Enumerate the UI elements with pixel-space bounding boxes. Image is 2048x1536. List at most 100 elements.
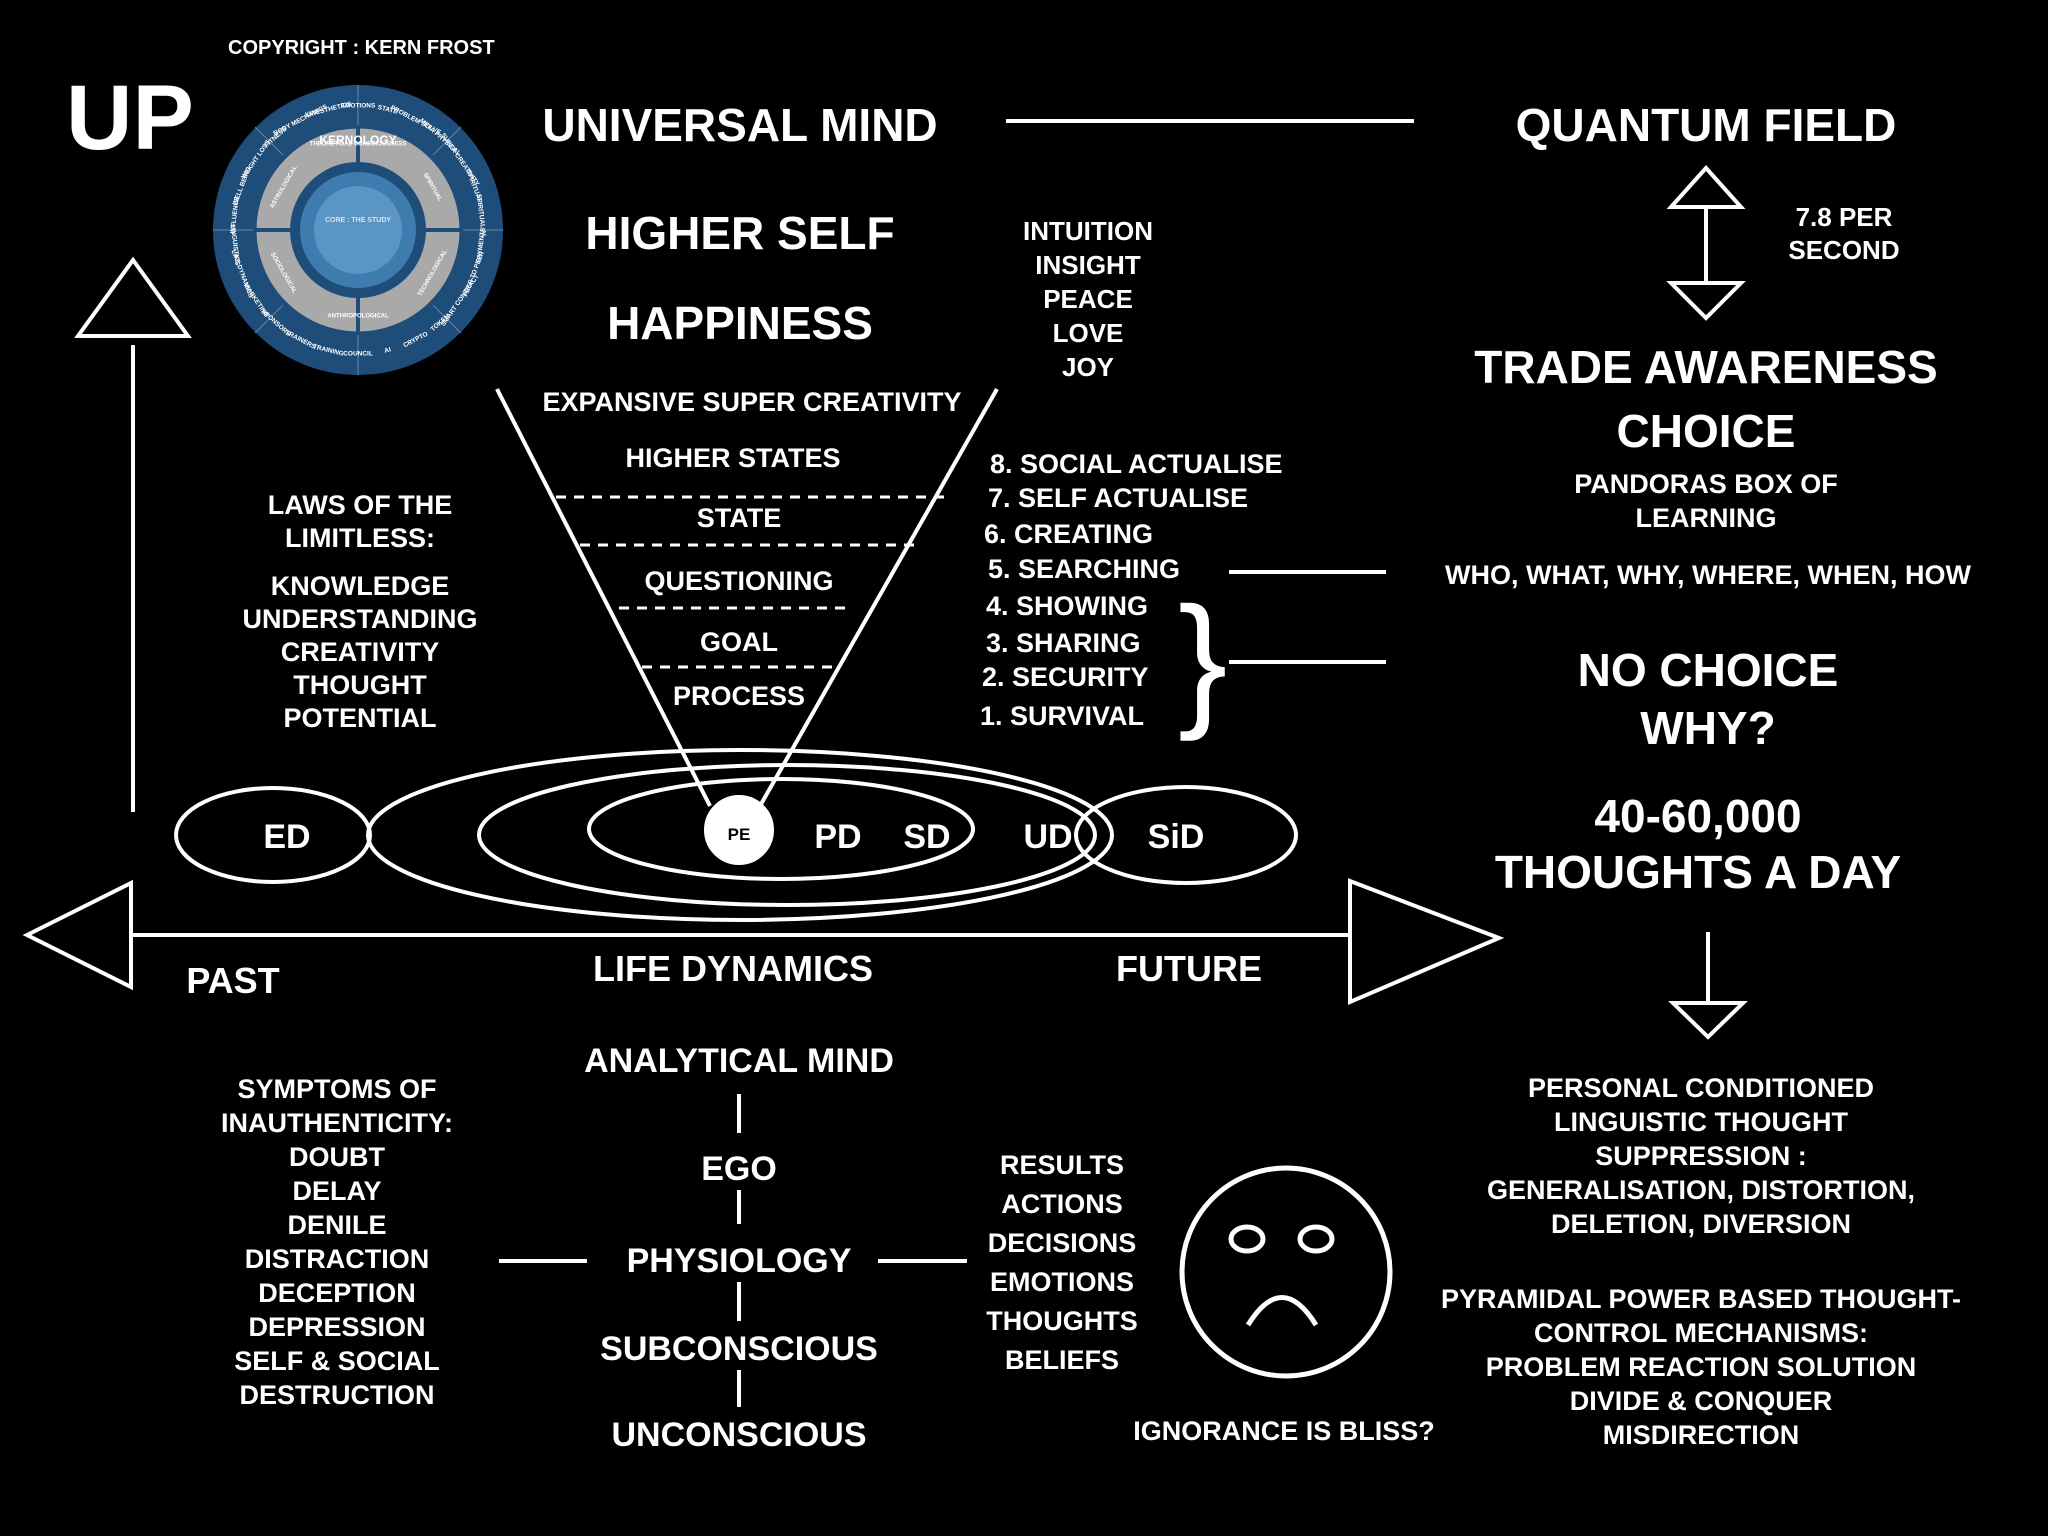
symptoms-item: DISTRACTION bbox=[244, 1244, 430, 1274]
pyramidal-power: PYRAMIDAL POWER BASED THOUGHT- CONTROL M… bbox=[1441, 1282, 1961, 1452]
intuition-item: INSIGHT bbox=[1035, 250, 1141, 280]
past-arrow-head bbox=[22, 879, 133, 991]
funnel-goal: GOAL bbox=[700, 627, 778, 657]
quantum-arrow-up-head bbox=[1666, 165, 1746, 209]
thoughts-day-line: THOUGHTS A DAY bbox=[1494, 846, 1902, 898]
intuition-item: INTUITION bbox=[1023, 216, 1153, 246]
analytical-mind: ANALYTICAL MIND bbox=[584, 1042, 894, 1080]
laws-item: UNDERSTANDING bbox=[242, 604, 478, 634]
up-arrow-head bbox=[74, 256, 192, 338]
conditioned-line: SUPPRESSION : bbox=[1595, 1141, 1807, 1171]
wheel-outer-label: COUNCIL bbox=[343, 351, 373, 358]
wheel-outer-label: INFLUENCE bbox=[229, 196, 241, 234]
symptoms-item: SYMPTOMS OF bbox=[237, 1074, 437, 1104]
symptoms-item: INAUTHENTICITY: bbox=[221, 1108, 453, 1138]
symptoms-item: DOUBT bbox=[288, 1142, 385, 1172]
results-item: BELIEFS bbox=[1004, 1345, 1119, 1375]
conditioned-line: GENERALISATION, DISTORTION, bbox=[1486, 1175, 1916, 1205]
results-item: DECISIONS bbox=[987, 1228, 1137, 1258]
universal-mind: UNIVERSAL MIND bbox=[542, 99, 938, 151]
wheel-core-label: CORE : THE STUDY bbox=[324, 217, 392, 224]
funnel-state: STATE bbox=[696, 503, 782, 533]
sad-face-right-eye bbox=[1297, 1224, 1335, 1254]
symptoms-list: SYMPTOMS OF INAUTHENTICITY: DOUBT DELAY … bbox=[221, 1072, 453, 1412]
pyramidal-line: DIVIDE & CONQUER bbox=[1569, 1386, 1833, 1416]
copyright: COPYRIGHT : KERN FROST bbox=[228, 37, 495, 59]
results-item: EMOTIONS bbox=[989, 1267, 1134, 1297]
intuition-item: JOY bbox=[1061, 352, 1115, 382]
conditioned-line: LINGUISTIC THOUGHT bbox=[1554, 1107, 1848, 1137]
intuition-list: INTUITION INSIGHT PEACE LOVE JOY bbox=[1023, 214, 1153, 384]
future-arrow-head bbox=[1348, 878, 1505, 1006]
pyramidal-line: MISDIRECTION bbox=[1602, 1420, 1800, 1450]
laws-item: POTENTIAL bbox=[283, 703, 437, 733]
symptoms-item: DELAY bbox=[292, 1176, 382, 1206]
level-6: 6. CREATING bbox=[984, 519, 1154, 549]
conditioned-line: DELETION, DIVERSION bbox=[1550, 1209, 1852, 1239]
level-3: 3. SHARING bbox=[986, 628, 1141, 658]
unconscious: UNCONSCIOUS bbox=[611, 1416, 867, 1454]
wheel-inner-label: ANTHROPOLOGICAL bbox=[327, 314, 389, 320]
funnel-process: PROCESS bbox=[672, 681, 806, 711]
intuition-item: PEACE bbox=[1043, 284, 1133, 314]
results-item: THOUGHTS bbox=[986, 1306, 1138, 1336]
frequency-line: SECOND bbox=[1788, 235, 1900, 265]
funnel-higher-states: HIGHER STATES bbox=[625, 443, 841, 473]
frequency-label: 7.8 PER SECOND bbox=[1788, 201, 1899, 267]
symptoms-item: DECEPTION bbox=[258, 1278, 416, 1308]
funnel-questioning: QUESTIONING bbox=[644, 566, 834, 596]
no-choice-line: WHY? bbox=[1640, 702, 1776, 754]
ellipse-outer bbox=[366, 748, 1114, 922]
wheel-center-label: KERNOLOGY bbox=[319, 133, 397, 147]
laws-item: KNOWLEDGE bbox=[270, 571, 450, 601]
happiness: HAPPINESS bbox=[607, 297, 873, 349]
thoughts-day-line: 40-60,000 bbox=[1594, 790, 1802, 842]
level-7: 7. SELF ACTUALISE bbox=[988, 483, 1249, 513]
level-8: 8. SOCIAL ACTUALISE bbox=[990, 449, 1283, 479]
laws-title-line: LAWS OF THE bbox=[267, 490, 453, 520]
conditioned-line: PERSONAL CONDITIONED bbox=[1527, 1073, 1875, 1103]
ed-label: ED bbox=[263, 818, 311, 856]
pyramidal-line: PROBLEM REACTION SOLUTION bbox=[1485, 1352, 1917, 1382]
thoughts-a-day: 40-60,000 THOUGHTS A DAY bbox=[1495, 788, 1901, 900]
wheel-inner-label: THEORETICAL CONSCIOUSNESS bbox=[310, 142, 407, 148]
conditioned-thought: PERSONAL CONDITIONED LINGUISTIC THOUGHT … bbox=[1487, 1071, 1915, 1241]
levels-brace: } bbox=[1178, 577, 1227, 742]
past-label: PAST bbox=[186, 960, 280, 1001]
ellipse-sd bbox=[477, 763, 1097, 907]
pe-circle bbox=[704, 795, 774, 865]
symptoms-item: DENILE bbox=[287, 1210, 387, 1240]
funnel-top-label: EXPANSIVE SUPER CREATIVITY bbox=[542, 387, 962, 417]
symptoms-item: SELF & SOCIAL bbox=[234, 1346, 440, 1376]
subconscious: SUBCONSCIOUS bbox=[600, 1330, 878, 1368]
level-1: 1. SURVIVAL bbox=[980, 701, 1145, 731]
intuition-item: LOVE bbox=[1052, 318, 1124, 348]
level-2: 2. SECURITY bbox=[982, 662, 1149, 692]
trade-awareness: TRADE AWARENESS bbox=[1474, 341, 1938, 393]
results-item: ACTIONS bbox=[1001, 1189, 1123, 1219]
pandoras-box: PANDORAS BOX OF LEARNING bbox=[1574, 467, 1838, 535]
future-label: FUTURE bbox=[1116, 948, 1262, 989]
ego: EGO bbox=[701, 1150, 777, 1188]
sad-face-left-eye bbox=[1228, 1224, 1266, 1254]
questions-label: WHO, WHAT, WHY, WHERE, WHEN, HOW bbox=[1445, 560, 1971, 590]
wheel-outer-label: EMOTIONS bbox=[341, 103, 376, 110]
funnel-right-edge bbox=[758, 388, 999, 807]
ellipse-pd bbox=[587, 777, 975, 881]
sad-face-outline bbox=[1179, 1165, 1393, 1379]
sid-label: SiD bbox=[1147, 818, 1205, 856]
symptoms-item: DEPRESSION bbox=[248, 1312, 426, 1342]
funnel-left-edge bbox=[495, 388, 712, 807]
laws-item: THOUGHT bbox=[293, 670, 427, 700]
pyramidal-line: PYRAMIDAL POWER BASED THOUGHT- bbox=[1440, 1284, 1962, 1314]
pe-label: PE bbox=[727, 825, 751, 844]
quantum-arrow-down-head bbox=[1666, 281, 1746, 321]
ellipse-sid bbox=[1074, 785, 1298, 885]
laws-title-line: LIMITLESS: bbox=[285, 523, 435, 553]
wheel-outer-label: PAYMENTS bbox=[476, 227, 487, 263]
pyramidal-line: CONTROL MECHANISMS: bbox=[1533, 1318, 1868, 1348]
physiology: PHYSIOLOGY bbox=[626, 1242, 852, 1280]
wheel-outer-label: AI bbox=[384, 346, 392, 354]
